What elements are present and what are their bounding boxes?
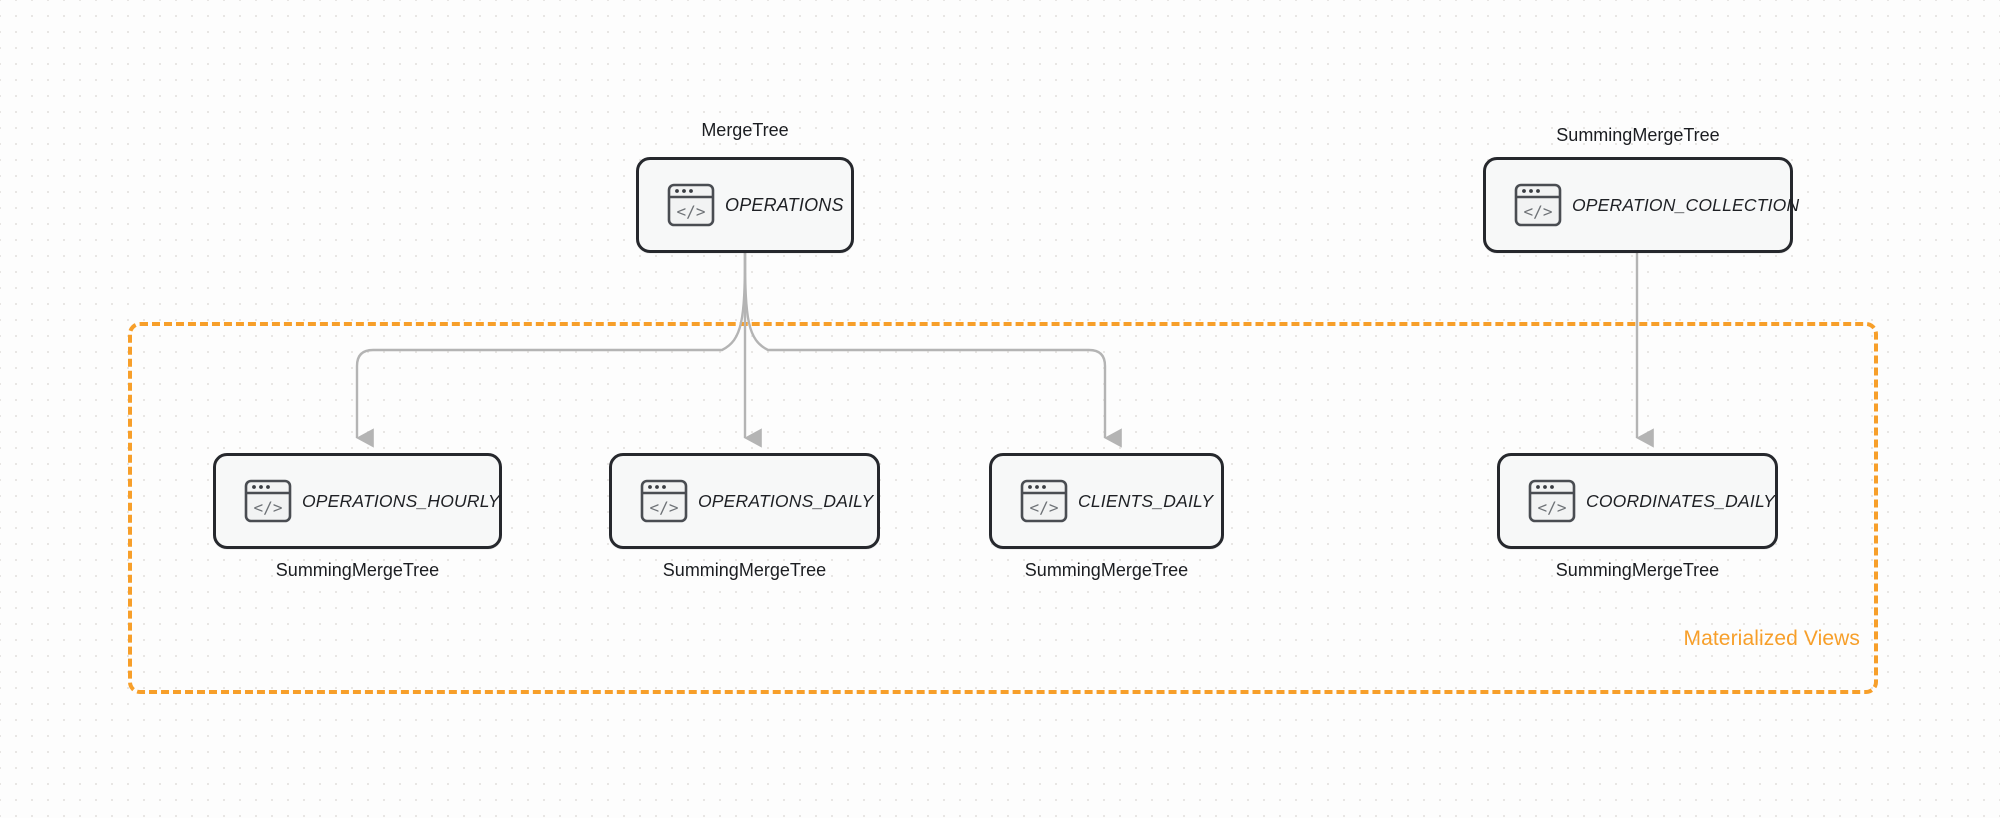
svg-text:</>: </>	[677, 202, 706, 221]
svg-text:</>: </>	[254, 498, 283, 517]
code-window-icon: </>	[1528, 479, 1576, 523]
node-label-operations: OPERATIONS	[725, 194, 844, 215]
node-clients-daily[interactable]: </> CLIENTS_DAILY	[989, 453, 1224, 549]
node-label-coordinates-daily: COORDINATES_DAILY	[1586, 490, 1776, 511]
node-operations-daily[interactable]: </> OPERATIONS_DAILY	[609, 453, 880, 549]
svg-text:</>: </>	[1524, 202, 1553, 221]
node-label-operations-daily: OPERATIONS_DAILY	[698, 490, 874, 511]
engine-caption-clients-daily: SummingMergeTree	[1024, 560, 1189, 580]
engine-caption-operation-collection: SummingMergeTree	[1556, 125, 1720, 145]
node-label-clients-daily: CLIENTS_DAILY	[1078, 490, 1214, 511]
node-label-operations-hourly: OPERATIONS_HOURLY	[302, 490, 500, 511]
engine-caption-coordinates-daily: SummingMergeTree	[1555, 560, 1720, 580]
svg-text:</>: </>	[1030, 498, 1059, 517]
node-coordinates-daily[interactable]: </> COORDINATES_DAILY	[1497, 453, 1778, 549]
code-window-icon: </>	[1020, 479, 1068, 523]
engine-caption-operations-daily: SummingMergeTree	[662, 560, 827, 580]
code-window-icon: </>	[244, 479, 292, 523]
edge-operations-to-clients-daily	[743, 252, 1122, 448]
code-window-icon: </>	[667, 183, 715, 227]
svg-text:</>: </>	[650, 498, 679, 517]
svg-text:</>: </>	[1538, 498, 1567, 517]
node-label-operation-collection: OPERATION_COLLECTION	[1572, 194, 1800, 215]
edge-operations-to-operations-hourly	[355, 252, 747, 448]
code-window-icon: </>	[640, 479, 688, 523]
node-operations-hourly[interactable]: </> OPERATIONS_HOURLY	[213, 453, 502, 549]
code-window-icon: </>	[1514, 183, 1562, 227]
materialized-views-group-label: Materialized Views	[1683, 627, 1860, 650]
engine-caption-operations: MergeTree	[701, 120, 789, 140]
engine-caption-operations-hourly: SummingMergeTree	[275, 560, 440, 580]
node-operation-collection[interactable]: </> OPERATION_COLLECTION	[1483, 157, 1799, 253]
node-operations[interactable]: </> OPERATIONS	[636, 157, 854, 253]
